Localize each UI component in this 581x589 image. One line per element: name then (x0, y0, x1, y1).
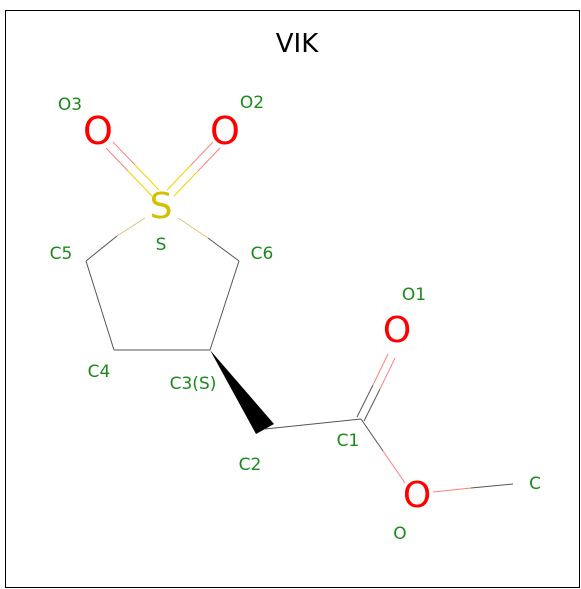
atom-symbol-o2: O (210, 109, 240, 153)
atom-label-c6: C6 (251, 244, 274, 264)
atom-label-o2: O2 (240, 93, 264, 113)
bond-s-c6 (177, 217, 240, 262)
bond-o-c (432, 483, 514, 493)
diagram-frame (5, 10, 580, 588)
atom-label-c: C (529, 474, 541, 494)
atom-symbol-o3: O (83, 109, 113, 153)
atom-label-c1: C1 (337, 431, 360, 451)
bond-c3-c2-wedge (210, 350, 274, 434)
bond-s-c5 (85, 217, 146, 262)
atom-label-o: O (393, 524, 406, 544)
atom-label-c3: C3(S) (170, 374, 217, 394)
bonds (85, 141, 514, 493)
atom-label-c2: C2 (239, 455, 262, 475)
atom-label-o1: O1 (402, 285, 426, 305)
atom-symbol-o1: O (383, 310, 411, 351)
bond-c1-o (360, 418, 406, 484)
bond-c5-c4 (85, 260, 115, 351)
bond-c6-c3 (209, 260, 240, 351)
atom-label-s: S (156, 235, 167, 255)
atom-symbols: O O S O O (83, 109, 431, 516)
bond-c2-c1 (264, 418, 362, 430)
bond-s-o2 (166, 141, 221, 197)
diagram-title: VIK (276, 29, 319, 59)
bond-s-o3 (105, 141, 160, 197)
atom-label-c4: C4 (88, 362, 111, 382)
atom-labels: O3 O2 S C5 C6 C4 C3(S) C2 C1 O1 O C (50, 93, 541, 544)
atom-label-c5: C5 (50, 244, 73, 264)
atom-symbol-o: O (403, 475, 431, 516)
bond-c1-o1 (356, 353, 396, 422)
atom-label-o3: O3 (58, 95, 82, 115)
atom-symbol-s: S (150, 186, 173, 227)
